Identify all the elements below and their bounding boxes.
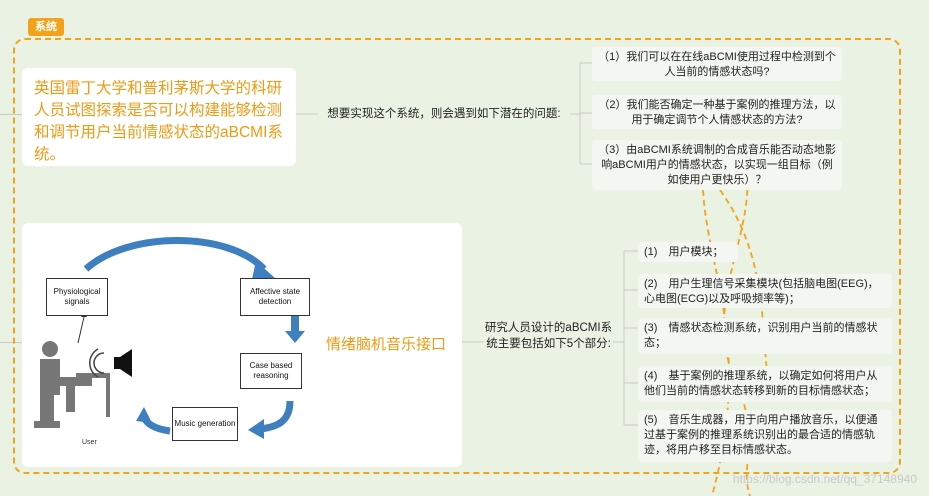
section-tag[interactable]: 系统 xyxy=(28,18,64,36)
node-music-generation: Music generation xyxy=(172,407,238,441)
question-item-3[interactable]: （3）由aBCMI系统调制的合成音乐能否动态地影响aBCMI用户的情感状态，以实… xyxy=(592,140,842,190)
part-item-4[interactable]: (4) 基于案例的推理系统，以确定如何将用户从他们当前的情感状态转移到新的目标情… xyxy=(638,366,892,402)
node-physiological-signals: Physiological signals xyxy=(46,278,108,316)
part-item-5[interactable]: (5) 音乐生成器，用于向用户播放音乐，以便通过基于案例的推理系统识别出的最合适… xyxy=(638,410,892,462)
parts-intro[interactable]: 研究人员设计的aBCMI系统主要包括如下5个部分: xyxy=(484,322,613,350)
part-item-3[interactable]: (3) 情感状态检测系统，识别用户当前的情感状态； xyxy=(638,318,892,354)
node-affective-state-detection: Affective state detection xyxy=(240,278,310,316)
diagram-card[interactable]: Physiological signals Affective state de… xyxy=(22,223,462,467)
node-case-based-reasoning: Case based reasoning xyxy=(240,353,302,389)
question-item-1[interactable]: （1）我们可以在在线aBCMI使用过程中检测到个人当前的情感状态吗? xyxy=(592,47,842,81)
connector-line xyxy=(0,342,22,343)
boundary-frame xyxy=(13,38,901,474)
questions-intro[interactable]: 想要实现这个系统，则会遇到如下潜在的问题: xyxy=(327,108,561,120)
part-item-1[interactable]: (1) 用户模块； xyxy=(638,242,738,262)
part-item-2[interactable]: (2) 用户生理信号采集模块(包括脑电图(EEG)，心电图(ECG)以及呼吸频率… xyxy=(638,274,892,308)
connector-line xyxy=(0,114,22,115)
section-title[interactable]: 情绪脑机音乐接口 xyxy=(326,336,447,353)
user-figure-icon xyxy=(34,341,110,428)
main-topic-card[interactable]: 英国雷丁大学和普利茅斯大学的科研人员试图探索是否可以构建能够检测和调节用户当前情… xyxy=(22,68,296,166)
user-label: User xyxy=(82,439,97,446)
question-item-2[interactable]: （2）我们能否确定一种基于案例的推理方法，以用于确定调节个人情感状态的方法? xyxy=(592,95,842,129)
abcmi-diagram xyxy=(34,237,305,439)
watermark: https://blog.csdn.net/qq_37148940 xyxy=(732,472,917,486)
speaker-icon xyxy=(89,348,132,378)
